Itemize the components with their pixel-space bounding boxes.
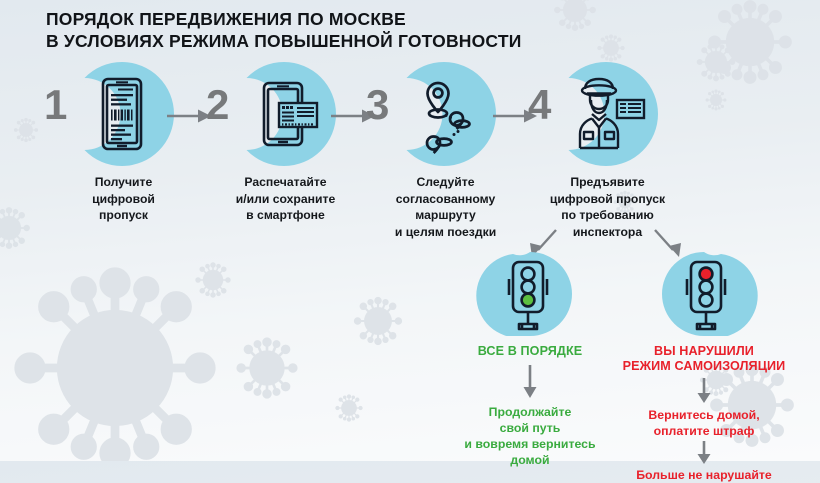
step-arrow-1-to-2	[167, 109, 211, 123]
page-title: ПОРЯДОК ПЕРЕДВИЖЕНИЯ ПО МОСКВЕ В УСЛОВИЯ…	[46, 8, 522, 52]
outcome-violation-down-arrow-1	[697, 378, 711, 403]
step-4-label-line-1: Предъявите	[570, 175, 645, 189]
outcome-ok: ВСЕ В ПОРЯДКЕ Продолжайте свой путь и во…	[430, 252, 630, 468]
step-4-label-line-3: по требованию	[561, 208, 654, 222]
step-4-label-line-4: инспектора	[572, 224, 643, 239]
outcome-violation: ВЫ НАРУШИЛИ РЕЖИМ САМОИЗОЛЯЦИИ Вернитесь…	[604, 252, 804, 483]
outcome-violation-body-line-2: оплатите штраф	[653, 424, 755, 438]
outcome-violation-graphic	[649, 252, 759, 336]
steps-row: 1	[0, 62, 820, 242]
title-line-1: ПОРЯДОК ПЕРЕДВИЖЕНИЯ ПО МОСКВЕ	[46, 9, 406, 29]
smartphone-printout-icon	[262, 81, 319, 147]
outcome-violation-body2-line-1: Больше не нарушайте	[636, 468, 772, 482]
outcome-violation-down-arrow-2	[697, 441, 711, 464]
outcome-ok-body: Продолжайте свой путь и вовремя вернитес…	[430, 404, 630, 468]
title-line-2: В УСЛОВИЯХ РЕЖИМА ПОВЫШЕННОЙ ГОТОВНОСТИ	[46, 31, 522, 51]
outcome-violation-heading-line-2: РЕЖИМ САМОИЗОЛЯЦИИ	[622, 359, 786, 373]
step-2-label-line-2: и/или сохраните	[235, 191, 336, 206]
step-4: 4	[520, 62, 695, 239]
step-arrow-3-to-4	[493, 109, 537, 123]
outcome-violation-heading-line-1: ВЫ НАРУШИЛИ	[654, 344, 754, 358]
step-3-number: 3	[366, 81, 390, 128]
outcome-ok-body-line-2: свой путь	[499, 421, 561, 435]
step-2-graphic: 2	[198, 62, 373, 170]
step-3-label-line-2: согласованному	[395, 191, 496, 206]
step-1-number: 1	[44, 81, 68, 128]
traffic-light-green-icon	[507, 260, 549, 331]
step-3-label: Следуйте согласованному маршруту и целям…	[358, 174, 533, 240]
step-3-label-line-3: маршруту	[415, 208, 476, 222]
step-1-label-line-2: цифровой	[92, 191, 155, 206]
step-3-label-line-4: и целям поездки	[394, 224, 497, 239]
map-route-pin-icon	[425, 81, 471, 154]
step-1: 1	[36, 62, 211, 222]
step-arrow-2-to-3	[331, 109, 375, 123]
outcome-ok-down-arrow	[523, 365, 537, 398]
step-3: 3	[358, 62, 533, 239]
step-1-label: Получите цифровой пропуск	[36, 174, 211, 224]
outcome-ok-body-line-1: Продолжайте	[488, 405, 572, 419]
outcome-violation-body: Вернитесь домой, оплатите штраф	[604, 407, 804, 439]
step-4-graphic: 4	[520, 62, 695, 170]
step-2-label-line-1: Распечатайте	[244, 175, 327, 189]
step-2-label: Распечатайте и/или сохраните в смартфоне	[198, 174, 373, 224]
step-4-number: 4	[528, 81, 552, 128]
step-disc	[568, 62, 658, 166]
step-1-label-line-1: Получите	[94, 175, 153, 189]
outcome-violation-body-line-1: Вернитесь домой,	[648, 408, 760, 422]
step-1-label-line-3: пропуск	[99, 208, 148, 222]
inspector-officer-icon	[578, 77, 646, 150]
step-4-label-line-2: цифровой пропуск	[549, 191, 666, 206]
traffic-light-red-icon	[685, 260, 727, 331]
step-4-label: Предъявите цифровой пропуск по требовани…	[520, 174, 695, 240]
outcome-violation-heading: ВЫ НАРУШИЛИ РЕЖИМ САМОИЗОЛЯЦИИ	[604, 344, 804, 374]
step-3-graphic: 3	[358, 62, 533, 170]
step-3-label-line-1: Следуйте	[416, 175, 475, 189]
smartphone-digital-pass-icon	[101, 77, 143, 151]
outcome-ok-graphic	[475, 252, 585, 336]
outcome-ok-body-line-3: и вовремя вернитесь	[464, 437, 596, 451]
outcome-violation-body2: Больше не нарушайте	[604, 467, 804, 483]
step-2-number: 2	[206, 81, 230, 128]
outcome-ok-body-line-4: домой	[510, 453, 550, 467]
outcome-ok-heading-line-1: ВСЕ В ПОРЯДКЕ	[477, 344, 583, 358]
step-2-label-line-3: в смартфоне	[246, 208, 325, 222]
step-1-graphic: 1	[36, 62, 211, 170]
outcome-ok-heading: ВСЕ В ПОРЯДКЕ	[430, 344, 630, 359]
step-2: 2	[198, 62, 373, 222]
